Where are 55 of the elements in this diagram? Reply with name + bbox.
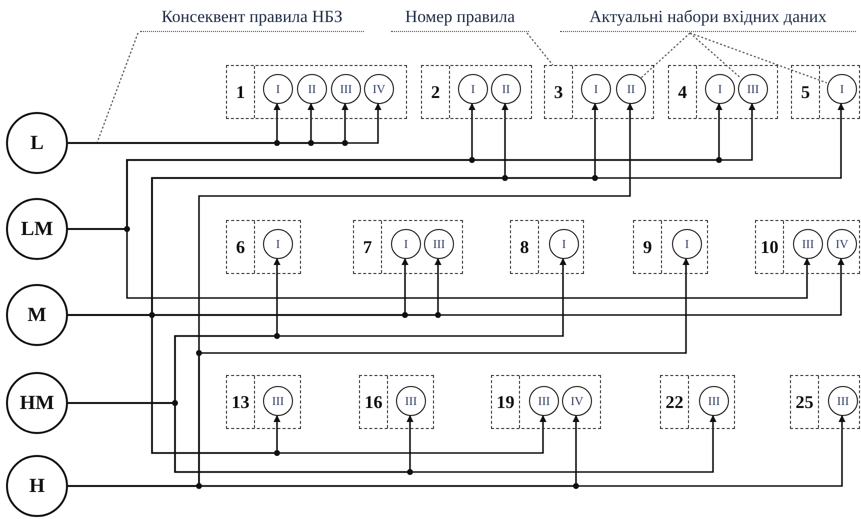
connector-arrow	[68, 228, 810, 299]
leader-line	[96, 32, 139, 144]
rule-number: 2	[422, 66, 450, 118]
input-set-circle: I	[827, 74, 857, 104]
leader-line	[690, 32, 828, 84]
input-set-circle: III	[424, 229, 454, 259]
rule-number: 4	[669, 66, 697, 118]
linguistic-term-circle: H	[6, 455, 68, 517]
input-set-circle: III	[793, 229, 823, 259]
rule-number: 3	[545, 66, 573, 118]
callout-label: Актуальні набори вхідних даних	[560, 6, 856, 32]
rule-number: 9	[634, 221, 662, 273]
input-set-circle: I	[549, 229, 579, 259]
rule-number: 5	[792, 66, 820, 118]
rule-number: 8	[511, 221, 539, 273]
input-set-circle: I	[391, 229, 421, 259]
input-set-circle: I	[263, 229, 293, 259]
connector-arrow	[68, 415, 846, 487]
input-set-circle: III	[529, 386, 559, 416]
input-set-circle: III	[331, 74, 361, 104]
input-set-circle: III	[738, 74, 768, 104]
callout-label: Номер правила	[391, 6, 529, 32]
input-set-circle: IV	[827, 229, 857, 259]
input-set-circle: III	[699, 386, 729, 416]
input-set-circle: I	[263, 74, 293, 104]
rule-number: 7	[354, 221, 382, 273]
connector-arrow	[68, 402, 716, 473]
leader-line	[526, 32, 554, 66]
rule-number: 16	[360, 376, 388, 428]
input-set-circle: III	[828, 386, 858, 416]
rule-number: 19	[492, 376, 520, 428]
linguistic-term-circle: HM	[6, 372, 68, 434]
input-set-circle: III	[263, 386, 293, 416]
rule-number: 25	[791, 376, 819, 428]
input-set-circle: IV	[364, 74, 394, 104]
input-set-circle: I	[672, 229, 702, 259]
rule-number: 22	[661, 376, 689, 428]
leader-line	[690, 32, 742, 78]
input-set-circle: IV	[562, 386, 592, 416]
input-set-circle: I	[581, 74, 611, 104]
input-set-circle: II	[297, 74, 327, 104]
rule-number: 13	[227, 376, 255, 428]
linguistic-term-circle: M	[6, 284, 68, 346]
rule-number: 6	[227, 221, 255, 273]
leader-line	[640, 32, 690, 78]
input-set-circle: III	[396, 386, 426, 416]
linguistic-term-circle: LM	[6, 198, 68, 260]
rule-number: 10	[756, 221, 784, 273]
rule-number: 1	[227, 66, 255, 118]
input-set-circle: I	[705, 74, 735, 104]
input-set-circle: I	[458, 74, 488, 104]
input-set-circle: II	[616, 74, 646, 104]
callout-label: Консеквент правила НБЗ	[140, 6, 364, 32]
linguistic-term-circle: L	[6, 112, 68, 174]
input-set-circle: II	[491, 74, 521, 104]
